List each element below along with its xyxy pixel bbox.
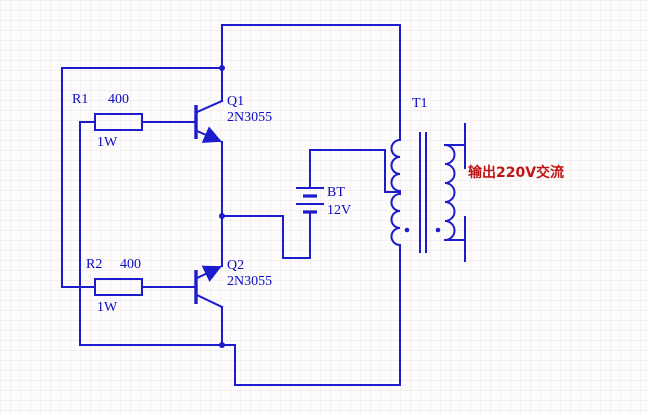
- q2-collector-lead: [195, 293, 224, 309]
- resistor-r1-body: [94, 113, 143, 131]
- transistor-q1: Q1 2N3055: [194, 94, 272, 143]
- q2-designator-label: Q2: [227, 258, 244, 273]
- junction-dot: [219, 342, 225, 348]
- q1-part-label: 2N3055: [227, 110, 272, 125]
- junctions: [219, 65, 225, 348]
- polarity-dot-secondary: [435, 227, 441, 233]
- wire-r1-bottom-rail: [79, 121, 401, 386]
- output-voltage-label: 输出220V交流: [468, 164, 564, 181]
- battery-bt: BT 12V: [296, 185, 351, 218]
- r1-value-label: 400: [108, 92, 129, 107]
- wire-battery-pos-to-center-tap: [309, 149, 401, 193]
- r1-designator-label: R1: [72, 92, 88, 107]
- r2-value-label: 400: [120, 257, 141, 272]
- q2-emitter-lead: [195, 265, 222, 283]
- polarity-dot-primary: [404, 227, 410, 233]
- resistor-r2-body: [94, 278, 143, 296]
- secondary-winding: [443, 143, 456, 242]
- transformer-t1: T1: [390, 96, 456, 253]
- wire-emitters-to-battery-neg: [221, 211, 311, 259]
- wire-top-rail: [221, 24, 401, 141]
- junction-dot: [219, 65, 225, 71]
- r2-power-label: 1W: [97, 300, 118, 315]
- primary-winding-lower: [390, 192, 402, 247]
- q1-collector-lead: [195, 99, 224, 114]
- q2-part-label: 2N3055: [227, 274, 272, 289]
- transistor-q2: Q2 2N3055: [194, 258, 272, 309]
- output-terminals: 输出220V交流: [444, 123, 564, 262]
- q1-emitter-lead: [195, 126, 222, 143]
- wire-cross-couple-to-r2: [61, 67, 223, 288]
- battery-designator-label: BT: [327, 185, 345, 200]
- battery-voltage-label: 12V: [327, 203, 351, 218]
- q1-designator-label: Q1: [227, 94, 244, 109]
- junction-dot: [219, 213, 225, 219]
- resistor-r1: R1 400 1W: [72, 92, 143, 150]
- primary-winding-upper: [390, 138, 402, 193]
- transformer-designator-label: T1: [412, 96, 428, 111]
- resistor-r2: R2 400 1W: [86, 257, 143, 315]
- wires: [61, 24, 401, 386]
- r2-designator-label: R2: [86, 257, 102, 272]
- r1-power-label: 1W: [97, 135, 118, 150]
